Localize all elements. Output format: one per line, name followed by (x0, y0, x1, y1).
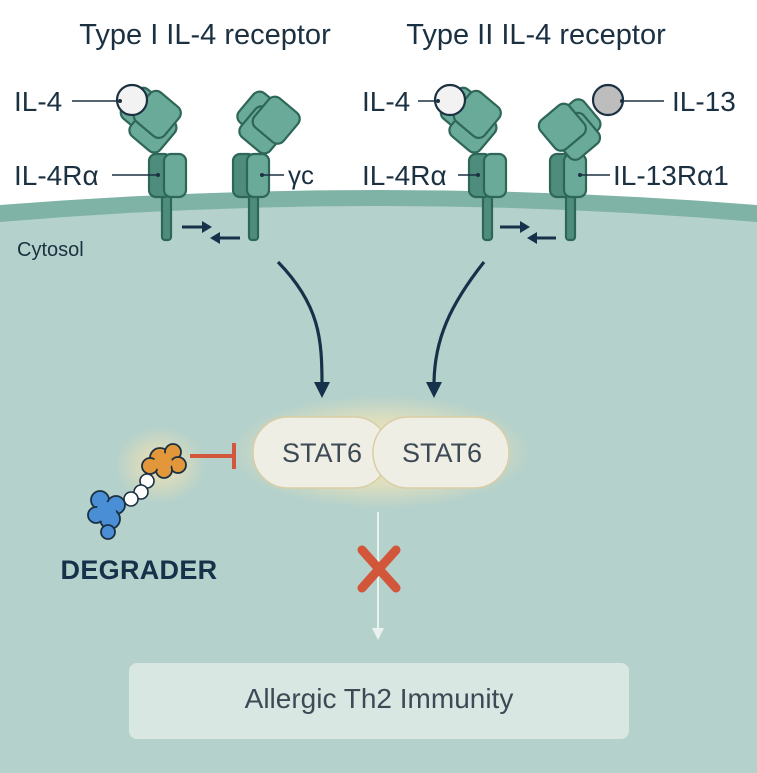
type2-receptor-title: Type II IL-4 receptor (406, 19, 666, 51)
stat6-right-label: STAT6 (402, 438, 482, 468)
degrader-label: DEGRADER (61, 555, 218, 585)
il4-label-left: IL-4 (14, 86, 62, 117)
il13-ligand (593, 85, 623, 115)
il13ra1-label: IL-13Rα1 (613, 160, 729, 191)
cytosol-label: Cytosol (17, 239, 84, 261)
gamma-c-label: γc (288, 160, 314, 190)
il4ra-label-left: IL-4Rα (14, 160, 99, 191)
il13-label: IL-13 (672, 86, 736, 117)
il4-label-right: IL-4 (362, 86, 410, 117)
il4ra-label-right: IL-4Rα (362, 160, 447, 191)
type1-receptor-title: Type I IL-4 receptor (79, 19, 331, 51)
outcome-label: Allergic Th2 Immunity (245, 683, 514, 714)
stat6-left-label: STAT6 (282, 438, 362, 468)
